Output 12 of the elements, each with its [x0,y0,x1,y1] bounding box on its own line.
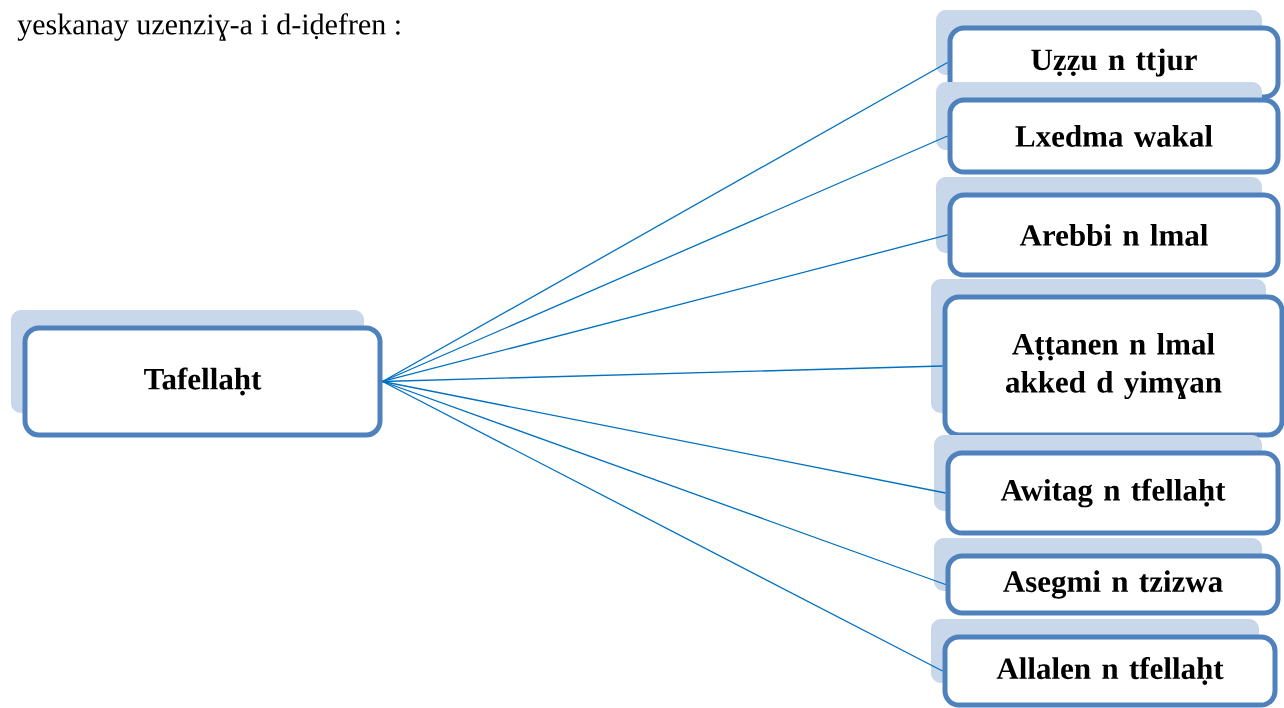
rounded-box: Tafellaḥt [11,310,383,438]
connector-line [381,380,944,672]
connector-line [381,135,949,383]
rounded-box: Arebbi n lmal [936,177,1281,278]
rounded-box: Asegmi n tzizwa [934,538,1281,616]
connector-line [381,380,947,494]
rounded-box: Awitag n tfellaḥt [934,435,1281,536]
rounded-box: Allalen n tfellaḥt [931,619,1278,708]
rounded-box: Lxedma wakal [936,82,1281,175]
connector-line [381,234,949,383]
heading: yeskanay uzenziɣ-a i d-iḍefren : [17,13,400,41]
rounded-box: Aṭṭanen n lmal akked d yimɣan [931,279,1284,438]
